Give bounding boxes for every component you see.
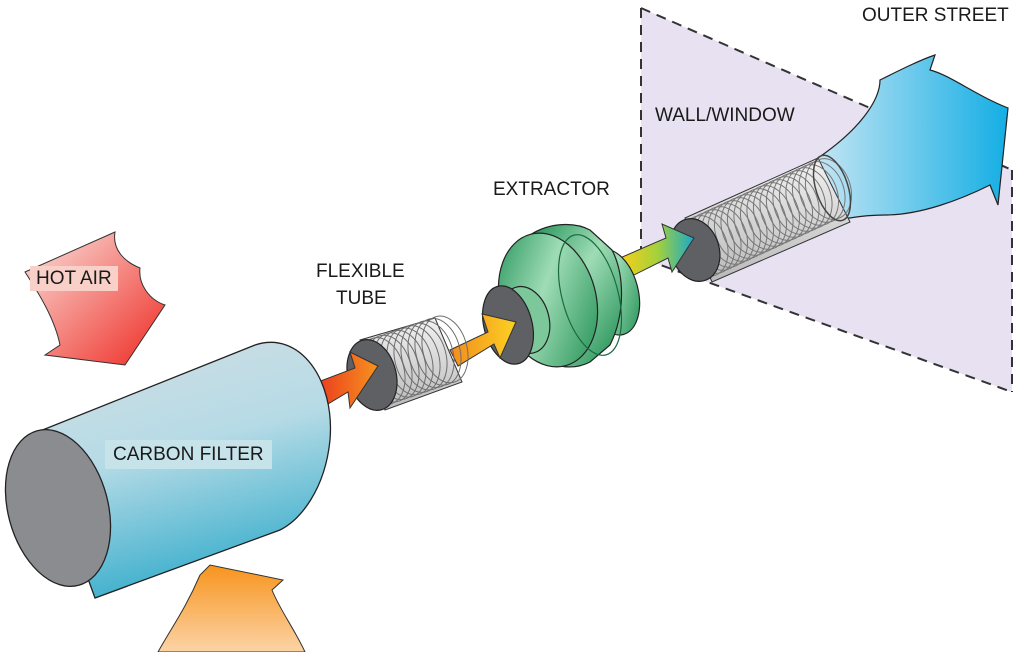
- tube-rib: [772, 173, 820, 235]
- tube-rib: [791, 164, 840, 226]
- tube-rib: [421, 315, 469, 384]
- carbon-filter: [4, 341, 332, 599]
- tube-rib: [798, 161, 846, 223]
- hot-air-arrow: [24, 231, 166, 366]
- tube-rib: [785, 167, 833, 229]
- tube-rib: [407, 320, 455, 389]
- extractor-label: EXTRACTOR: [493, 179, 610, 200]
- tube-rib: [414, 317, 462, 386]
- tube-rib: [765, 176, 814, 238]
- tube-rib: [400, 322, 448, 391]
- hot-air-label: HOT AIR: [30, 266, 118, 291]
- extractor-fan: [482, 223, 641, 368]
- tube-rib: [778, 170, 827, 232]
- tube-rib: [759, 179, 807, 241]
- tube-rib: [804, 158, 853, 220]
- tube-rib: [393, 325, 441, 393]
- tube-rib: [726, 194, 775, 256]
- tube-rib: [746, 185, 794, 247]
- tube-rib: [752, 182, 801, 244]
- outer-street-label: OUTER STREET: [862, 5, 1009, 26]
- exhaust-arrow: [814, 54, 1009, 226]
- intake-arrow: [157, 564, 306, 652]
- extractor-to-outlet-arrow: [619, 223, 695, 279]
- wall-window-label: WALL/WINDOW: [655, 105, 795, 126]
- tube-to-extractor-arrow: [449, 313, 517, 367]
- tube-rib: [733, 191, 781, 253]
- flexible-tube-label-line2: TUBE: [336, 288, 387, 309]
- tube-rib: [739, 188, 788, 250]
- flexible-tube-label-line1: FLEXIBLE: [316, 261, 405, 282]
- carbon-filter-label: CARBON FILTER: [105, 440, 272, 469]
- tube-rib: [720, 197, 768, 259]
